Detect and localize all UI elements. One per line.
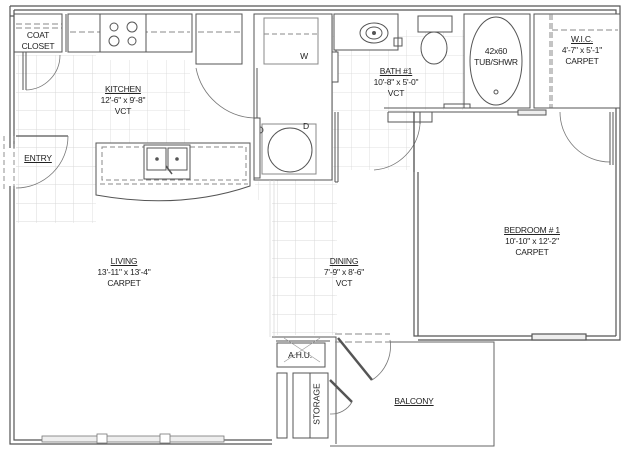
- walk-in-closet: [517, 13, 621, 165]
- kitchen-counter: [67, 13, 243, 65]
- living-label: LIVING 13'-11" x 13'-4" CARPET: [97, 256, 151, 288]
- kitchen-island: [95, 142, 251, 202]
- balcony-label: BALCONY: [394, 396, 434, 406]
- coat-closet-label: COAT CLOSET: [21, 30, 55, 51]
- bath-fixtures: [331, 13, 531, 183]
- storage-label: STORAGE: [311, 383, 322, 425]
- bedroom-walls: [413, 112, 616, 341]
- laundry-closet: [195, 13, 333, 181]
- dryer-label: D: [303, 121, 309, 131]
- living-windows: [41, 433, 225, 444]
- washer-label: W: [300, 51, 308, 61]
- kitchen-label: KITCHEN 12'-6" x 9'-8" VCT: [100, 84, 146, 116]
- dining-label: DINING 7'-9" x 8'-6" VCT: [323, 256, 365, 288]
- tub-label: 42x60 TUB/SHWR: [474, 46, 518, 67]
- exterior-walls: [9, 5, 621, 445]
- coat-closet: [13, 13, 67, 91]
- ahu-label: A.H.U.: [288, 350, 312, 360]
- utility-closets: [272, 333, 495, 447]
- entry-door: [3, 135, 69, 190]
- wic-label: W.I.C. 4'-7" x 5'-1" CARPET: [561, 34, 603, 66]
- interior-walls: [269, 180, 275, 337]
- entry-label: ENTRY: [24, 153, 52, 163]
- bedroom-label: BEDROOM # 1 10'-10" x 12'-2" CARPET: [504, 225, 560, 257]
- bath-label: BATH #1 10'-8" x 5'-0" VCT: [373, 66, 419, 98]
